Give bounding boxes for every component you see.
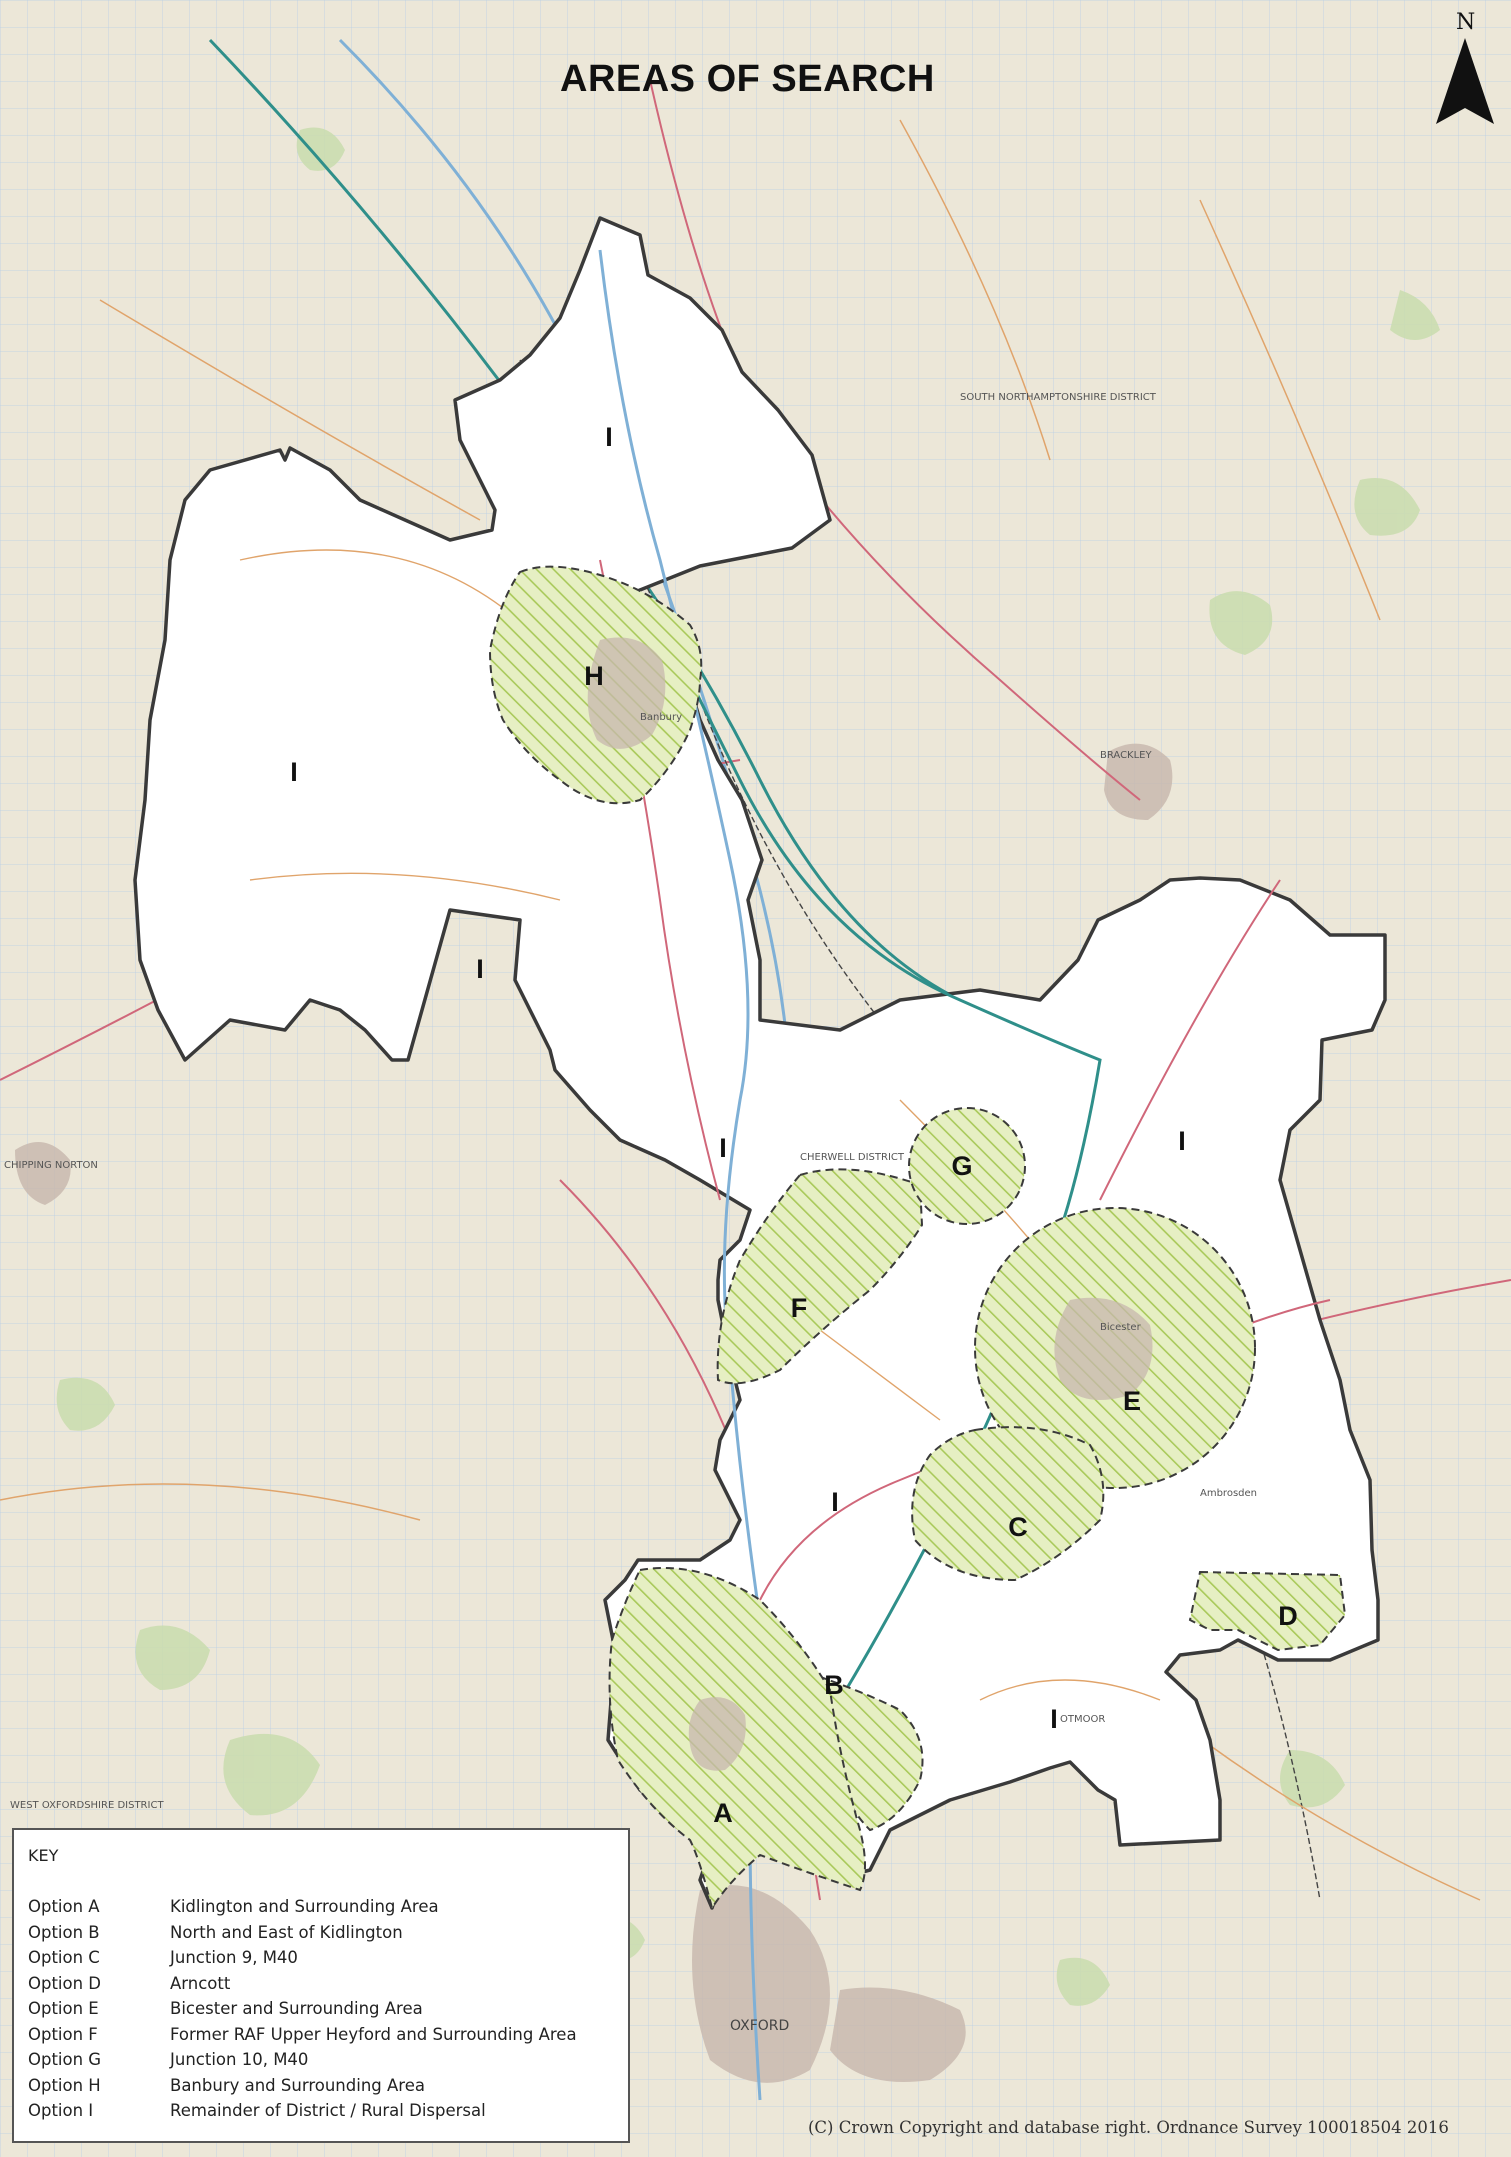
- label-area-d: D: [1278, 1601, 1298, 1631]
- key-option-description: Kidlington and Surrounding Area: [170, 1897, 439, 1916]
- minor-road: [1199, 199, 1381, 621]
- north-arrow-left: [1436, 38, 1465, 124]
- label-area-i: I: [605, 422, 613, 452]
- urban-kidlington: [688, 1697, 746, 1771]
- label-area-b: B: [824, 1670, 844, 1700]
- woodland-patch: [135, 1625, 210, 1690]
- minor-road: [99, 299, 481, 521]
- key-title: KEY: [28, 1846, 59, 1865]
- urban-banbury: [587, 637, 666, 749]
- copyright-notice: (C) Crown Copyright and database right. …: [808, 2118, 1449, 2137]
- north-arrow-right: [1465, 38, 1494, 124]
- minor-road: [0, 1483, 421, 1521]
- map-title: AREAS OF SEARCH: [560, 58, 935, 100]
- urban-brackley: [1104, 743, 1173, 820]
- label-district-name: CHERWELL DISTRICT: [800, 1152, 905, 1163]
- urban-oxford: [692, 1885, 830, 2083]
- minor-road: [899, 119, 1051, 461]
- key-option-label: Option I: [28, 2101, 94, 2120]
- key-option-label: Option A: [28, 1897, 100, 1916]
- key-option-description: Banbury and Surrounding Area: [170, 2075, 425, 2095]
- label-area-g: G: [951, 1151, 972, 1181]
- woodland-patch: [56, 1377, 115, 1431]
- option-g-area: [908, 1107, 1026, 1225]
- key-row-option-a: Option A Kidlington and Surrounding Area: [28, 1894, 577, 1920]
- option-d-area: [1188, 1570, 1347, 1652]
- woodland-patch: [1280, 1750, 1345, 1808]
- key-option-description: Junction 10, M40: [170, 2050, 309, 2069]
- label-town-otmoor: OTMOOR: [1060, 1714, 1105, 1725]
- woodland-patch: [296, 127, 345, 171]
- label-area-i: I: [1178, 1126, 1186, 1156]
- label-area-f: F: [791, 1293, 808, 1323]
- label-town-chipping-norton: CHIPPING NORTON: [4, 1160, 98, 1171]
- woodland-patch: [1056, 1957, 1110, 2006]
- woodland-patch: [1354, 478, 1420, 536]
- key-option-label: Option E: [28, 1999, 99, 2018]
- label-area-i: I: [476, 954, 484, 984]
- area-letter-labels: A B C D E F G H I I I I I I I: [290, 422, 1298, 1828]
- label-town-banbury: Banbury: [640, 712, 682, 723]
- minor-road-inner: [979, 1679, 1161, 1701]
- key-row-option-c: Option C Junction 9, M40: [28, 1945, 577, 1971]
- district-urban: [587, 637, 1153, 1771]
- key-option-label: Option C: [28, 1948, 100, 1967]
- label-area-i: I: [831, 1487, 839, 1517]
- label-area-a: A: [713, 1798, 733, 1828]
- label-area-i: I: [719, 1133, 727, 1163]
- key-row-option-f: Option F Former RAF Upper Heyford and Sur…: [28, 2022, 577, 2048]
- key-option-label: Option D: [28, 1973, 102, 1993]
- key-row-option-e: Option E Bicester and Surrounding Area: [28, 1996, 577, 2022]
- urban-oxford-east: [830, 1987, 966, 2082]
- key-row-option-g: Option G Junction 10, M40: [28, 2047, 577, 2073]
- key-panel: KEY Option A Kidlington and Surrounding A…: [12, 1828, 630, 2143]
- label-west-district: WEST OXFORDSHIRE DISTRICT: [10, 1800, 164, 1811]
- label-area-c: C: [1008, 1512, 1028, 1542]
- north-label: N: [1456, 10, 1476, 35]
- key-option-description: Junction 9, M40: [170, 1948, 298, 1967]
- key-row-option-i: Option I Remainder of District / Rural Di…: [28, 2098, 577, 2124]
- key-option-description: Bicester and Surrounding Area: [170, 1999, 423, 2018]
- urban-chipping-norton: [15, 1142, 71, 1205]
- key-row-option-d: Option D Arncott: [28, 1971, 577, 1997]
- label-area-i: I: [1050, 1704, 1058, 1734]
- a-road-north: [649, 79, 1141, 801]
- key-option-description: Former RAF Upper Heyford and Surrounding…: [170, 2024, 577, 2044]
- woodland-patch: [1390, 290, 1440, 340]
- key-row-option-h: Option H Banbury and Surrounding Area: [28, 2073, 577, 2099]
- a-road-inner: [1099, 879, 1281, 1201]
- woodland-patch: [1209, 591, 1273, 655]
- key-option-description: North and East of Kidlington: [170, 1922, 403, 1942]
- label-town-bicester: Bicester: [1100, 1322, 1142, 1333]
- option-c-area: [911, 1426, 1105, 1582]
- label-area-e: E: [1123, 1386, 1141, 1416]
- label-town-oxford: OXFORD: [730, 2018, 789, 2034]
- label-area-i: I: [290, 757, 298, 787]
- key-option-label: Option B: [28, 1922, 100, 1942]
- label-area-h: H: [584, 661, 604, 691]
- minor-road-inner: [249, 872, 561, 901]
- label-town-brackley: BRACKLEY: [1100, 750, 1152, 761]
- woodland-patch: [223, 1733, 320, 1816]
- river-cherwell-inner: [598, 249, 762, 1621]
- key-row-option-b: Option B North and East of Kidlington: [28, 1920, 577, 1946]
- north-arrow: [1436, 38, 1494, 124]
- key-option-description: Remainder of District / Rural Dispersal: [170, 2101, 486, 2120]
- urban-areas: [15, 743, 1173, 2083]
- place-names: CHERWELL DISTRICT SOUTH NORTHAMPTONSHIRE…: [4, 392, 1257, 2034]
- key-option-description: Arncott: [170, 1973, 231, 1993]
- label-neighbour-district: SOUTH NORTHAMPTONSHIRE DISTRICT: [960, 392, 1157, 403]
- label-town-ambrosden: Ambrosden: [1200, 1488, 1257, 1499]
- key-option-label: Option G: [28, 2050, 102, 2069]
- urban-bicester: [1054, 1297, 1153, 1400]
- key-option-label: Option H: [28, 2075, 101, 2095]
- key-option-label: Option F: [28, 2024, 98, 2044]
